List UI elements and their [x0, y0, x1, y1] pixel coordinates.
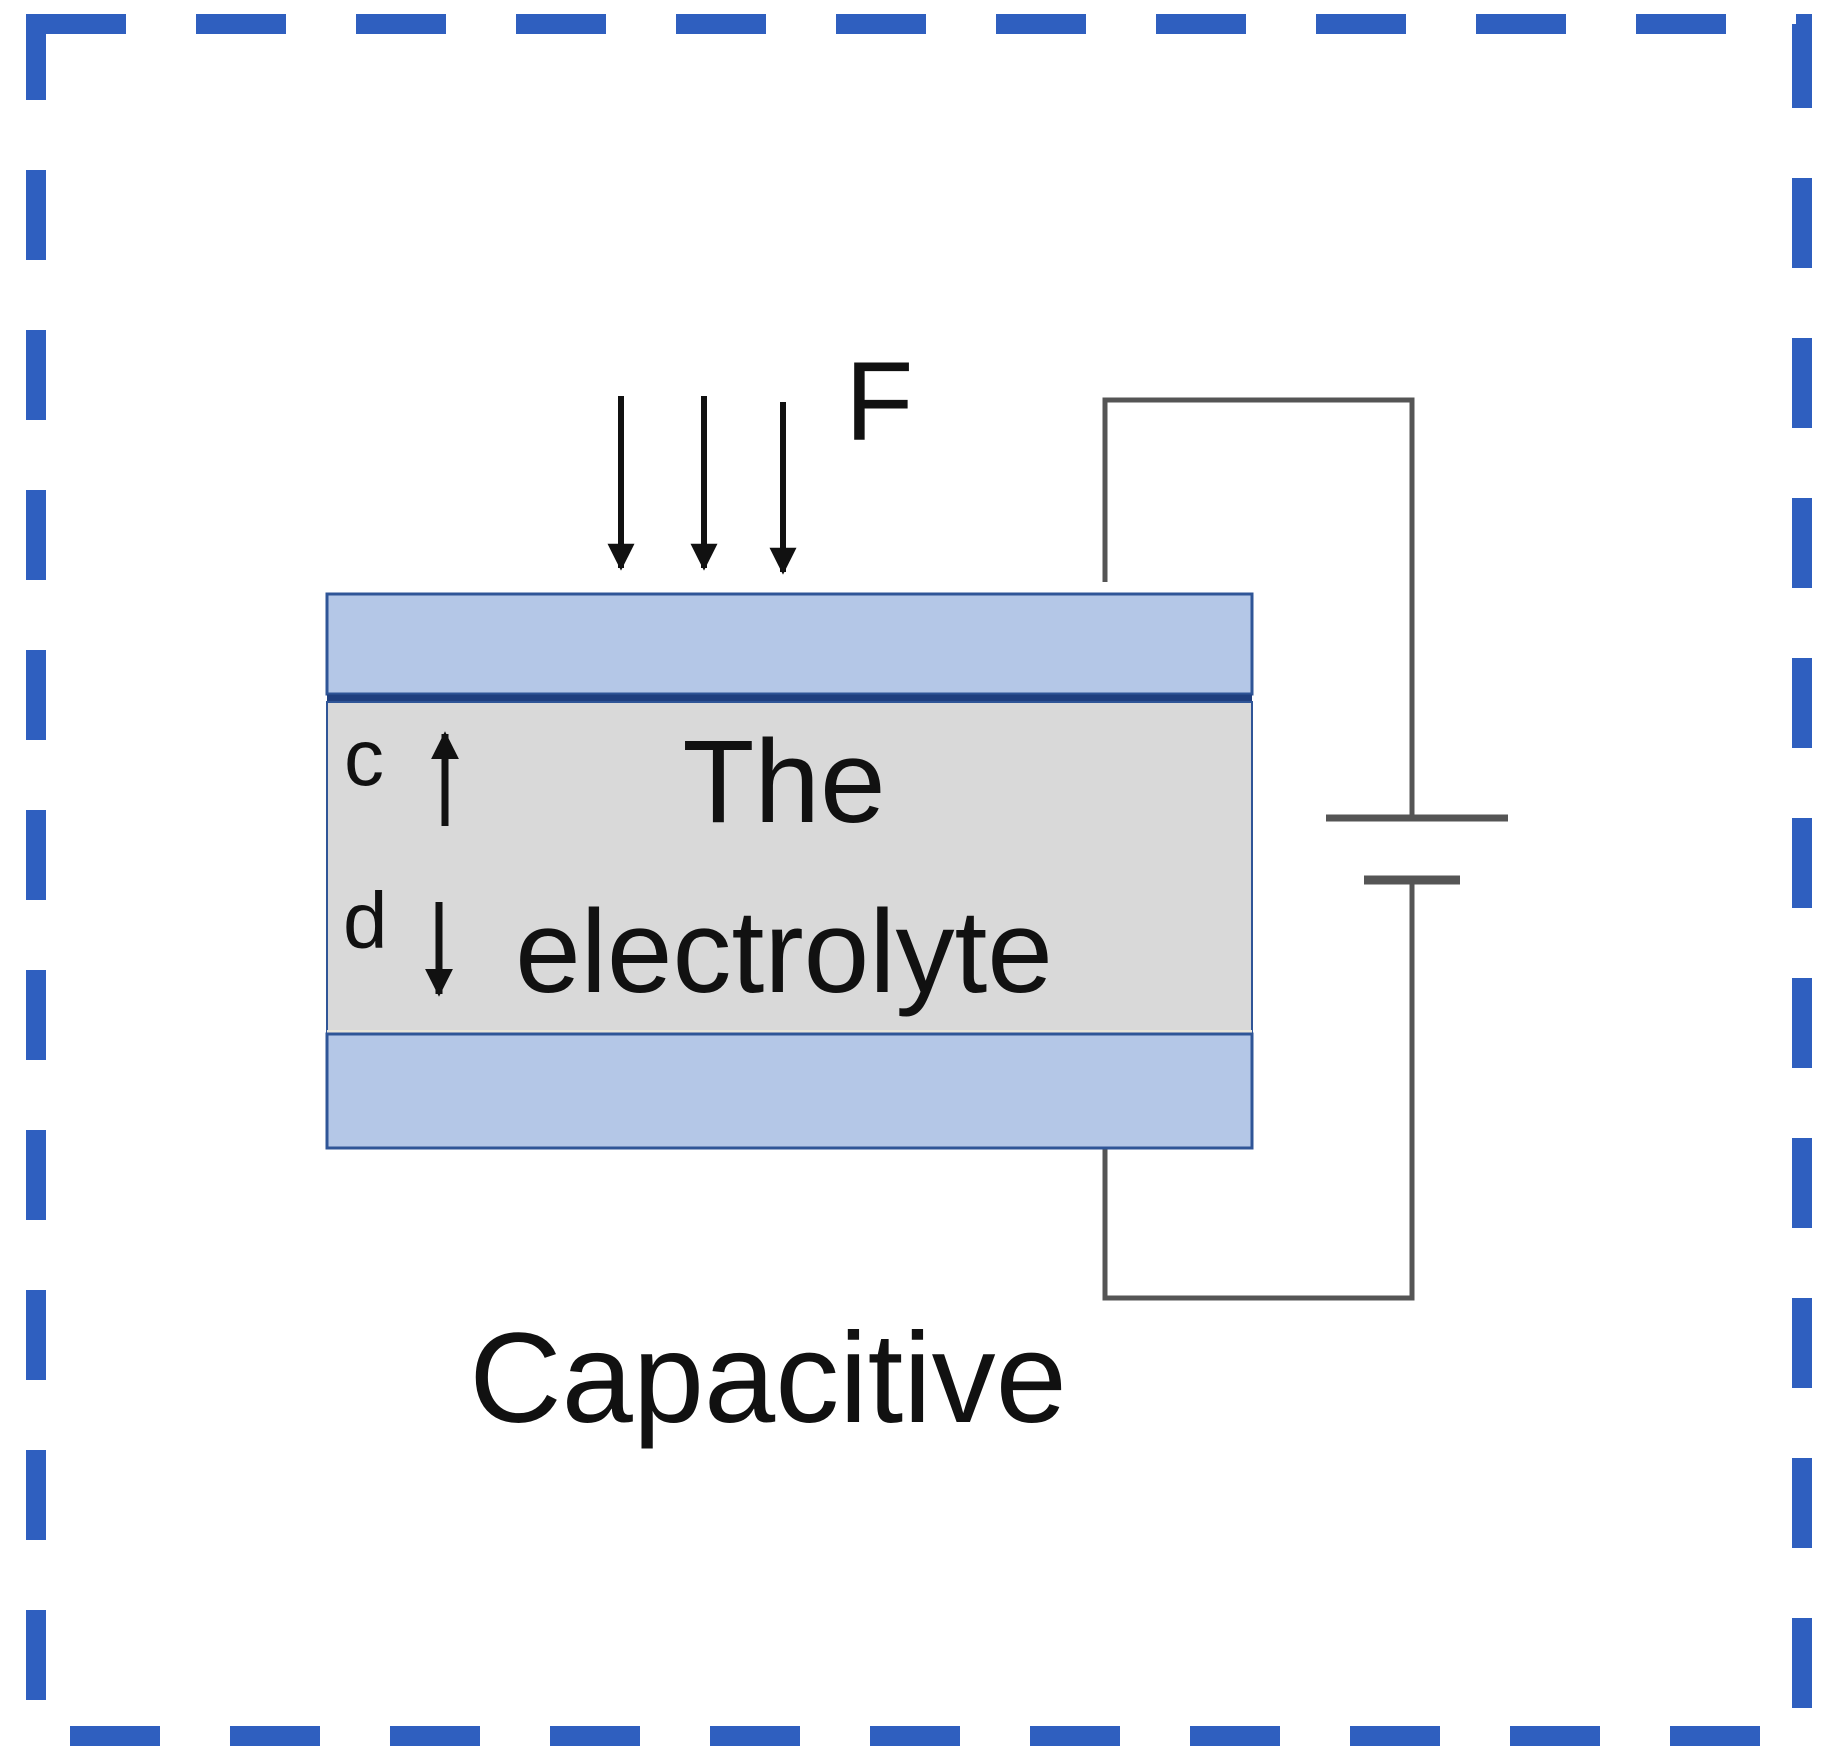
bottom-electrode — [325, 1032, 1254, 1150]
force-label: F — [845, 339, 913, 464]
electrolyte-label-line1: The — [682, 716, 885, 848]
electrolyte-label-line2: electrolyte — [515, 886, 1053, 1018]
electrolyte-layer — [326, 701, 1253, 1033]
label-c: c — [344, 713, 384, 802]
label-d: d — [343, 876, 388, 965]
circuit-wire — [1102, 397, 1415, 1301]
caption: Capacitive — [469, 1307, 1067, 1450]
force-arrows — [607, 396, 797, 575]
top-electrode — [325, 592, 1254, 696]
battery-symbol — [1326, 814, 1508, 885]
dashed-frame — [26, 14, 1812, 1746]
